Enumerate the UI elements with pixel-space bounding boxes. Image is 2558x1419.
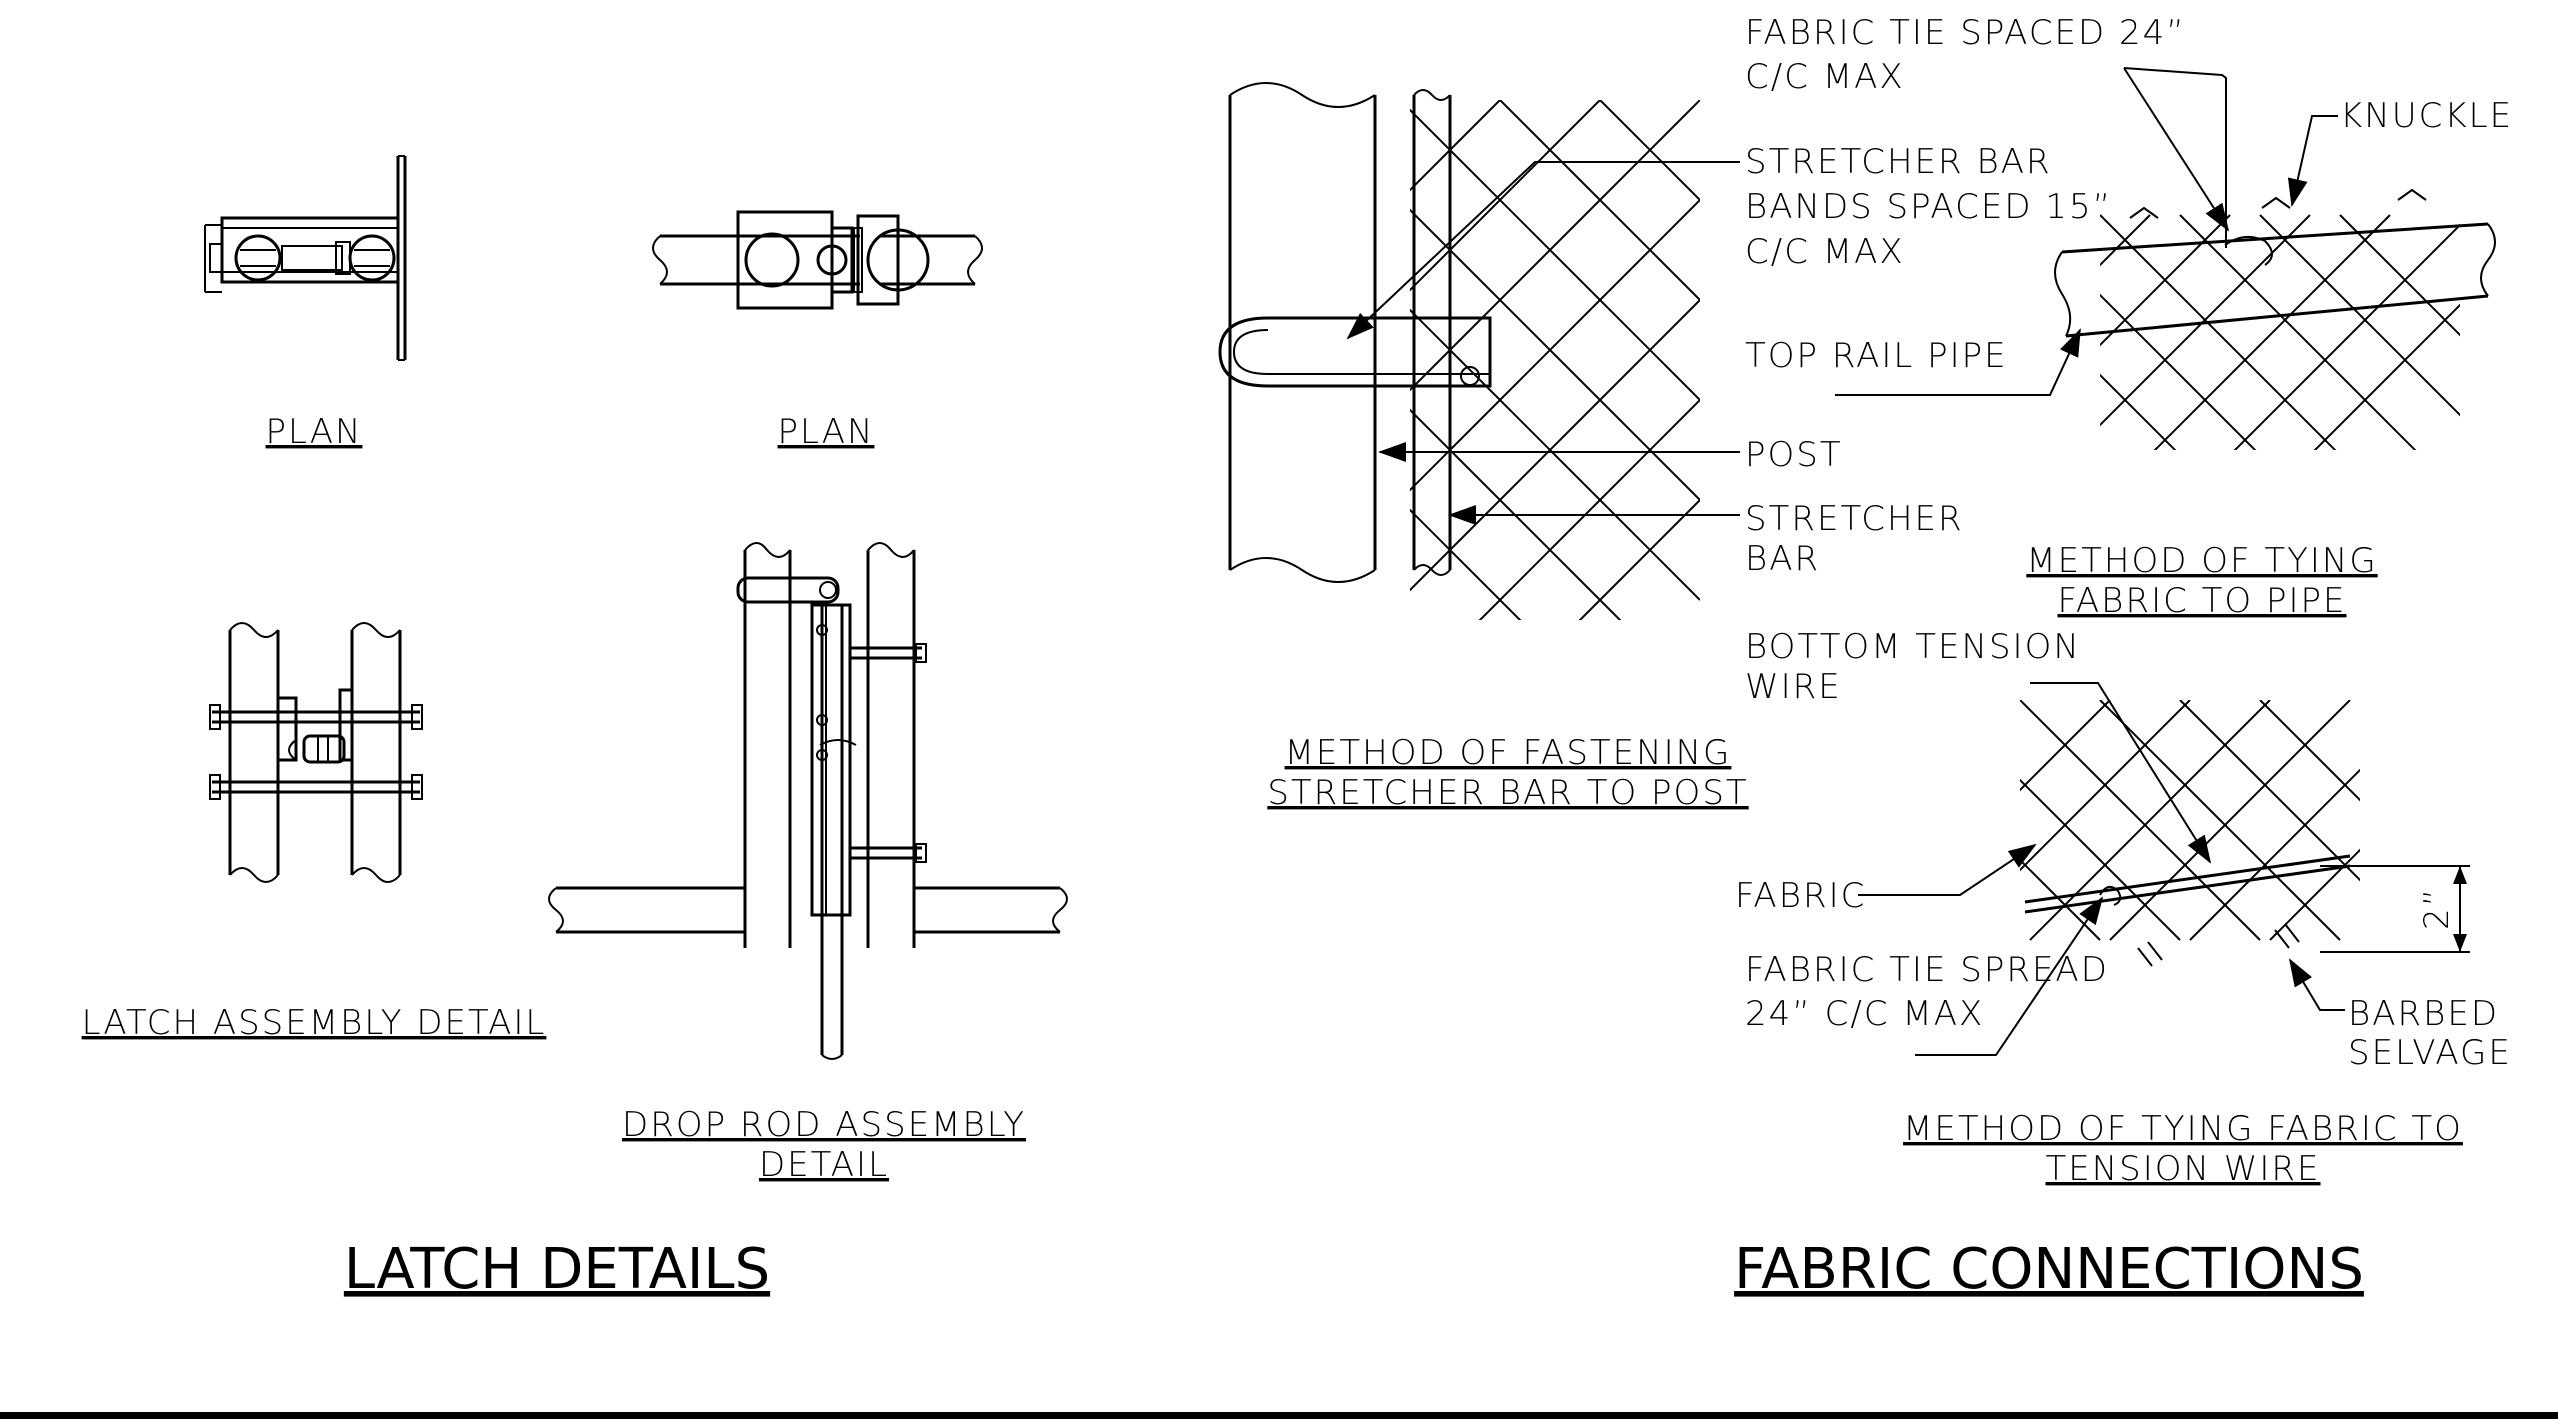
- stretcher-bands-label-line2: BANDS SPACED 15”: [1745, 187, 2112, 227]
- barbed-label-line1: BARBED: [2348, 994, 2499, 1034]
- sheet-bottom-border: [0, 1412, 2558, 1419]
- dimension-2in-label: 2”: [2417, 887, 2457, 930]
- latch-plan-right-drawing: [652, 210, 983, 310]
- knuckle-label: KNUCKLE: [2340, 96, 2513, 136]
- tie-spread-label-line1: FABRIC TIE SPREAD: [1745, 950, 2109, 990]
- latch-assembly-drawing: [209, 622, 423, 883]
- tie-spaced-label-line2: C/C MAX: [1745, 57, 1905, 97]
- tying-pipe-caption-line2: FABRIC TO PIPE: [2057, 581, 2346, 621]
- drop-rod-assembly-drawing: [548, 542, 1068, 1060]
- latch-assembly-caption: LATCH ASSEMBLY DETAIL: [82, 1003, 547, 1043]
- fastening-caption-line2: STRETCHER BAR TO POST: [1267, 773, 1748, 813]
- tie-spaced-label-line1: FABRIC TIE SPACED 24”: [1745, 13, 2186, 53]
- wire-fabric-mesh: [2020, 700, 2360, 941]
- latch-plan-left-drawing: [204, 155, 407, 361]
- tying-fabric-to-pipe-drawing: [1835, 67, 2496, 450]
- tying-fabric-to-wire-drawing: [1858, 682, 2470, 1056]
- stretcher-bar-label-line2: BAR: [1745, 539, 1820, 579]
- fastening-fabric-mesh: [1410, 100, 1700, 620]
- tying-wire-caption-line1: METHOD OF TYING FABRIC TO: [1903, 1109, 2463, 1149]
- latch-details-title: LATCH DETAILS: [344, 1237, 770, 1302]
- barbed-label-line2: SELVAGE: [2348, 1033, 2512, 1073]
- top-rail-label: TOP RAIL PIPE: [1745, 336, 2008, 376]
- latch-plan-left-caption: PLAN: [266, 412, 363, 452]
- drop-rod-caption-line1: DROP ROD ASSEMBLY: [622, 1105, 1026, 1145]
- post-label: POST: [1745, 435, 1843, 475]
- fabric-connections-title: FABRIC CONNECTIONS: [1734, 1237, 2364, 1302]
- tying-pipe-caption-line1: METHOD OF TYING: [2026, 541, 2377, 581]
- stretcher-bar-label-line1: STRETCHER: [1745, 499, 1964, 539]
- tying-wire-caption-line2: TENSION WIRE: [2045, 1149, 2320, 1189]
- drop-rod-caption-line2: DETAIL: [759, 1145, 889, 1185]
- fabric-label: FABRIC: [1735, 876, 1866, 916]
- tie-spread-label-line2: 24” C/C MAX: [1745, 994, 1984, 1034]
- stretcher-bands-label-line3: C/C MAX: [1745, 232, 1905, 272]
- fastening-stretcher-bar-drawing: [1218, 82, 1740, 620]
- stretcher-bands-label-line1: STRETCHER BAR: [1745, 142, 2052, 182]
- bottom-wire-label-line2: WIRE: [1745, 667, 1842, 707]
- latch-plan-right-caption: PLAN: [778, 412, 875, 452]
- bottom-wire-label-line1: BOTTOM TENSION: [1745, 627, 2081, 667]
- pipe-fabric-mesh: [2100, 214, 2460, 450]
- fastening-caption-line1: METHOD OF FASTENING: [1285, 733, 1732, 773]
